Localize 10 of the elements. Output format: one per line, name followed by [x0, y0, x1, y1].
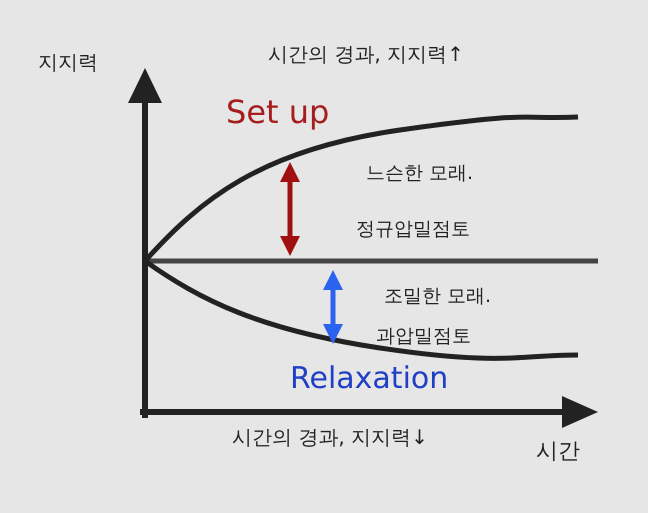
axis-label: 지지력: [38, 50, 98, 75]
curve-label: Relaxation: [290, 360, 448, 398]
note-text: 조밀한 모래.: [384, 285, 492, 309]
axis-label: 시간: [536, 438, 580, 466]
note-text: 느슨한 모래.: [366, 162, 474, 186]
curve-label: Set up: [226, 92, 330, 132]
note-text: 과압밀점토: [376, 325, 471, 349]
note-text: 시간의 경과, 지지력↑: [268, 42, 464, 67]
note-text: 시간의 경과, 지지력↓: [232, 425, 428, 450]
note-text: 정규압밀점토: [356, 218, 470, 242]
